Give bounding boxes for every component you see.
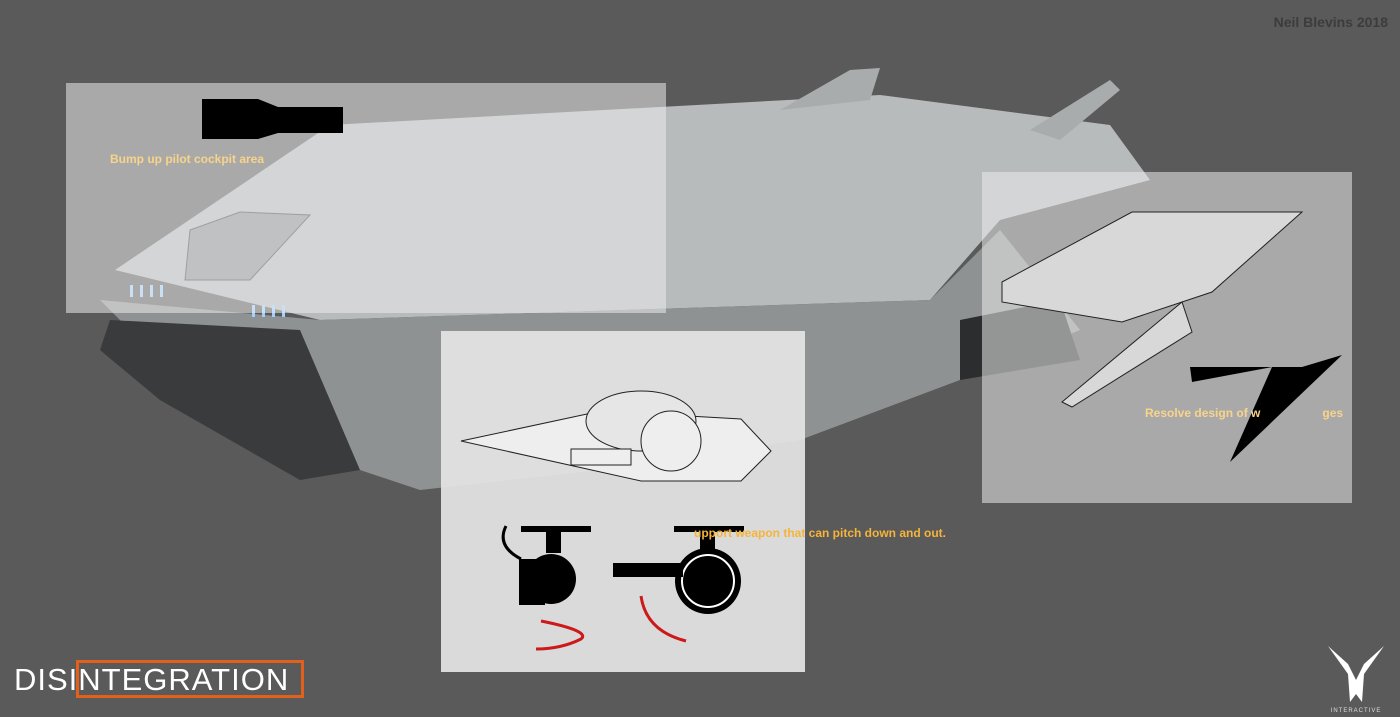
weapon-barrel <box>570 448 632 466</box>
wing-overlay-panel: Resolve design of w ges <box>982 172 1352 503</box>
note-wings: Resolve design of w ges <box>1145 406 1343 420</box>
note-weapon: upport weapon that can pitch down and ou… <box>694 526 946 540</box>
ship-fin-right <box>1030 80 1120 140</box>
cockpit-overlay-panel: Bump up pilot cockpit area <box>66 83 666 313</box>
game-logo: DISINTEGRATION <box>14 660 306 700</box>
logo-title: DISINTEGRATION <box>14 662 290 697</box>
weapon-overlay-panel <box>441 331 805 672</box>
weapon-side-view-out <box>675 548 741 614</box>
note-cockpit: Bump up pilot cockpit area <box>110 152 265 166</box>
weapon-sketches <box>460 390 772 651</box>
artist-credit: Neil Blevins 2018 <box>1273 14 1388 30</box>
studio-subtitle: INTERACTIVE <box>1330 708 1382 714</box>
rotate-arrow-1 <box>535 619 585 651</box>
weapon-pod <box>640 410 702 472</box>
ship-fin-left <box>780 68 880 110</box>
wing-sketch <box>1001 211 1342 462</box>
studio-logo: INTERACTIVE <box>1326 644 1386 714</box>
ship-underside <box>100 320 360 480</box>
note-wings-start: Resolve design of w <box>1145 406 1261 420</box>
cockpit-profile-silhouette <box>202 99 343 139</box>
v-logo-icon <box>1328 646 1384 702</box>
rotate-arrow-2 <box>639 595 687 643</box>
note-wings-end: ges <box>1322 406 1344 420</box>
logo-frame <box>76 660 304 698</box>
